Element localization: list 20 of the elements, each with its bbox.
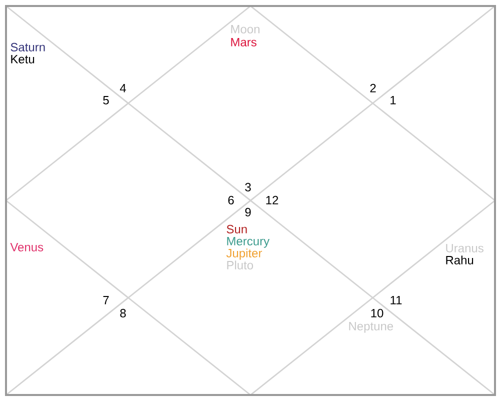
house-number: 6 xyxy=(228,196,234,204)
planet-name: Saturn xyxy=(10,42,45,52)
planet-name: Rahu xyxy=(446,256,474,264)
house-number: 10 xyxy=(371,308,384,318)
house-number: 1 xyxy=(390,96,396,104)
planet-name: Mercury xyxy=(227,237,270,248)
planet-name: Ketu xyxy=(11,55,34,64)
planet-name: Sun xyxy=(226,224,247,234)
house-number: 4 xyxy=(120,84,126,92)
house-number: 9 xyxy=(245,208,251,216)
house-number: 2 xyxy=(370,84,376,92)
house-number: 7 xyxy=(103,296,109,304)
planet-name: Jupiter xyxy=(226,248,262,260)
house-number: 5 xyxy=(103,96,109,104)
house-number: 12 xyxy=(266,196,278,204)
planet-name: Mars xyxy=(231,38,256,46)
planet-name: Venus xyxy=(10,243,44,252)
house-number: 3 xyxy=(245,182,251,192)
house-number: 11 xyxy=(390,296,402,304)
house-number: 8 xyxy=(120,308,126,318)
